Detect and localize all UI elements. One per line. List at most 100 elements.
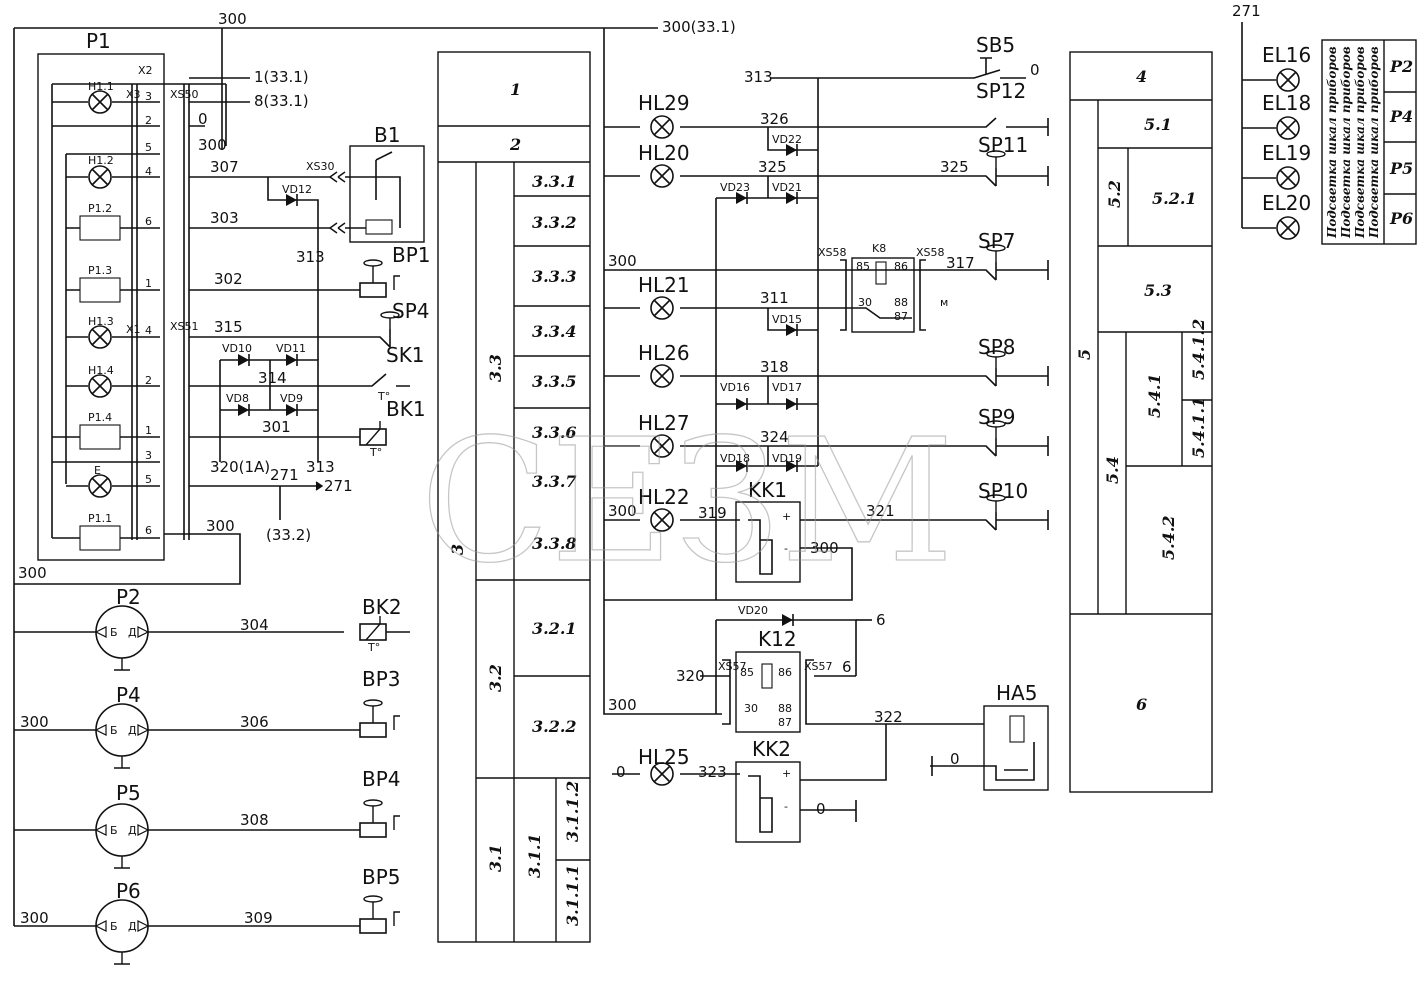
block-5-2: 5.2 — [1105, 180, 1124, 208]
p1-sensors: BP1 SP4 SK1 T° BK1 T° — [359, 243, 431, 459]
lighting-row-3-text: Подсветка шкал приборов — [1353, 46, 1367, 239]
h1-2-label: H1.2 — [88, 154, 114, 167]
bp1-label: BP1 — [392, 243, 431, 267]
block-5-2-1: 5.2.1 — [1152, 189, 1197, 208]
wire-322: 322 — [874, 708, 903, 726]
k12-pin-87: 87 — [778, 716, 792, 729]
gauge-b-p5: Б — [110, 824, 118, 837]
wire-300-left: 300 — [18, 564, 47, 582]
gauge-b-p2: Б — [110, 626, 118, 639]
k8-pin-30: 30 — [858, 296, 872, 309]
wire-271-top: 271 — [1232, 2, 1261, 20]
pin-1: 1 — [145, 277, 152, 290]
wire-271a: 271 — [270, 466, 299, 484]
p5-label: P5 — [116, 781, 141, 805]
vd12-label: VD12 — [282, 183, 312, 196]
wire-300-k12: 300 — [608, 696, 637, 714]
e-label: E — [94, 464, 101, 477]
k8-ground-mark: м — [940, 296, 948, 309]
p1-wiring: 1(33.1) 8(33.1) 0 300 307 303 313 302 31… — [189, 68, 360, 544]
wire-320-1a: 320(1A) — [210, 458, 270, 476]
block-5-4-1-2: 5.4.1.2 — [1189, 319, 1208, 380]
wire-300-p1: 300 — [198, 136, 227, 154]
wire-315: 315 — [214, 318, 243, 336]
layout-blocks-right: 4 5.1 5.2.1 5.3 6 5 5.2 5.4 5.4.1 5.4.1.… — [1069, 51, 1213, 793]
hl25-label: HL25 — [638, 745, 690, 769]
wire-309: 309 — [244, 909, 273, 927]
pin-6b: 6 — [145, 524, 152, 537]
block-3-1-1: 3.1.1 — [525, 833, 544, 878]
sk1-label: SK1 — [386, 343, 425, 367]
instrument-cluster-p1: P1 X2 X3 X1 XS50 XS51 H1.1 H1.2 H1.3 H1.… — [37, 29, 227, 561]
p6-label: P6 — [116, 879, 141, 903]
block-6: 6 — [1136, 695, 1147, 714]
block-1: 1 — [510, 80, 521, 99]
k8-pin-86: 86 — [894, 260, 908, 273]
hl22-label: HL22 — [638, 485, 690, 509]
bp3-label: BP3 — [362, 667, 401, 691]
block-3-3-8: 3.3.8 — [532, 534, 577, 553]
bk2-label: BK2 — [362, 595, 402, 619]
block-3-2-1: 3.2.1 — [532, 619, 577, 638]
block-3-1-1-1: 3.1.1.1 — [563, 865, 582, 926]
wire-303: 303 — [210, 209, 239, 227]
lighting-row-2-text: Подсветка шкал приборов — [1339, 46, 1353, 239]
block-3-3-3: 3.3.3 — [532, 267, 577, 286]
kk2-plus: + — [782, 767, 791, 780]
pin-2: 2 — [145, 114, 152, 127]
block-3-3-5: 3.3.5 — [532, 372, 577, 391]
k12-label: K12 — [758, 627, 797, 651]
block-5: 5 — [1075, 349, 1094, 360]
wire-6b: 6 — [842, 658, 852, 676]
x2-label: X2 — [138, 64, 153, 77]
kk1-minus: - — [784, 542, 788, 555]
wire-33-2: (33.2) — [266, 526, 311, 544]
block-3-3: 3.3 — [486, 354, 505, 382]
vd9-label: VD9 — [280, 392, 303, 405]
center-circuit: 313 SB5 0 HL29 HL20 HL21 HL26 HL27 HL22 … — [603, 28, 1049, 843]
pin-2b: 2 — [145, 374, 152, 387]
watermark: СЕЗМ — [420, 403, 954, 601]
el18-label: EL18 — [1262, 91, 1311, 115]
wire-300-hl22: 300 — [608, 502, 637, 520]
p1-3-label: P1.3 — [88, 264, 112, 277]
gauge-lighting: 271 EL16 EL18 EL19 EL20 Подсветка шкал п… — [1232, 2, 1417, 245]
p1-4-label: P1.4 — [88, 411, 112, 424]
k12-pin-86: 86 — [778, 666, 792, 679]
sb5-label: SB5 — [976, 33, 1015, 57]
wire-300-p4: 300 — [20, 713, 49, 731]
el19-label: EL19 — [1262, 141, 1311, 165]
sp4-label: SP4 — [392, 299, 429, 323]
kk1-label: KK1 — [748, 478, 787, 502]
block-3-1-1-2: 3.1.1.2 — [563, 781, 582, 842]
wire-307: 307 — [210, 158, 239, 176]
x3-label: X3 — [126, 88, 141, 101]
block-5-4-1: 5.4.1 — [1145, 373, 1164, 418]
lighting-row-4-text: Подсветка шкал приборов — [1367, 46, 1381, 239]
x1-label: X1 — [126, 323, 141, 336]
vd23-label: VD23 — [720, 181, 750, 194]
block-3-3-2: 3.3.2 — [532, 213, 577, 232]
hl29-label: HL29 — [638, 91, 690, 115]
wire-324: 324 — [760, 428, 789, 446]
wire-271b: 271 — [324, 477, 353, 495]
lighting-row-2-code: P4 — [1389, 107, 1413, 126]
sp12-label: SP12 — [976, 79, 1026, 103]
xs58b-label: XS58 — [916, 246, 945, 259]
sp8-label: SP8 — [978, 335, 1015, 359]
wire-6a: 6 — [876, 611, 886, 629]
kk1-plus: + — [782, 510, 791, 523]
block-3: 3 — [448, 544, 467, 555]
pin-3: 3 — [145, 90, 152, 103]
pin-5: 5 — [145, 141, 152, 154]
wire-301: 301 — [262, 418, 291, 436]
vd18-label: VD18 — [720, 452, 750, 465]
b1-label: B1 — [374, 123, 400, 147]
block-5-4: 5.4 — [1103, 456, 1122, 484]
lighting-row-1-code: P2 — [1389, 57, 1413, 76]
h1-3-label: H1.3 — [88, 315, 114, 328]
lighting-row-3-code: P5 — [1389, 159, 1413, 178]
wire-0-p1: 0 — [198, 110, 208, 128]
wire-306: 306 — [240, 713, 269, 731]
